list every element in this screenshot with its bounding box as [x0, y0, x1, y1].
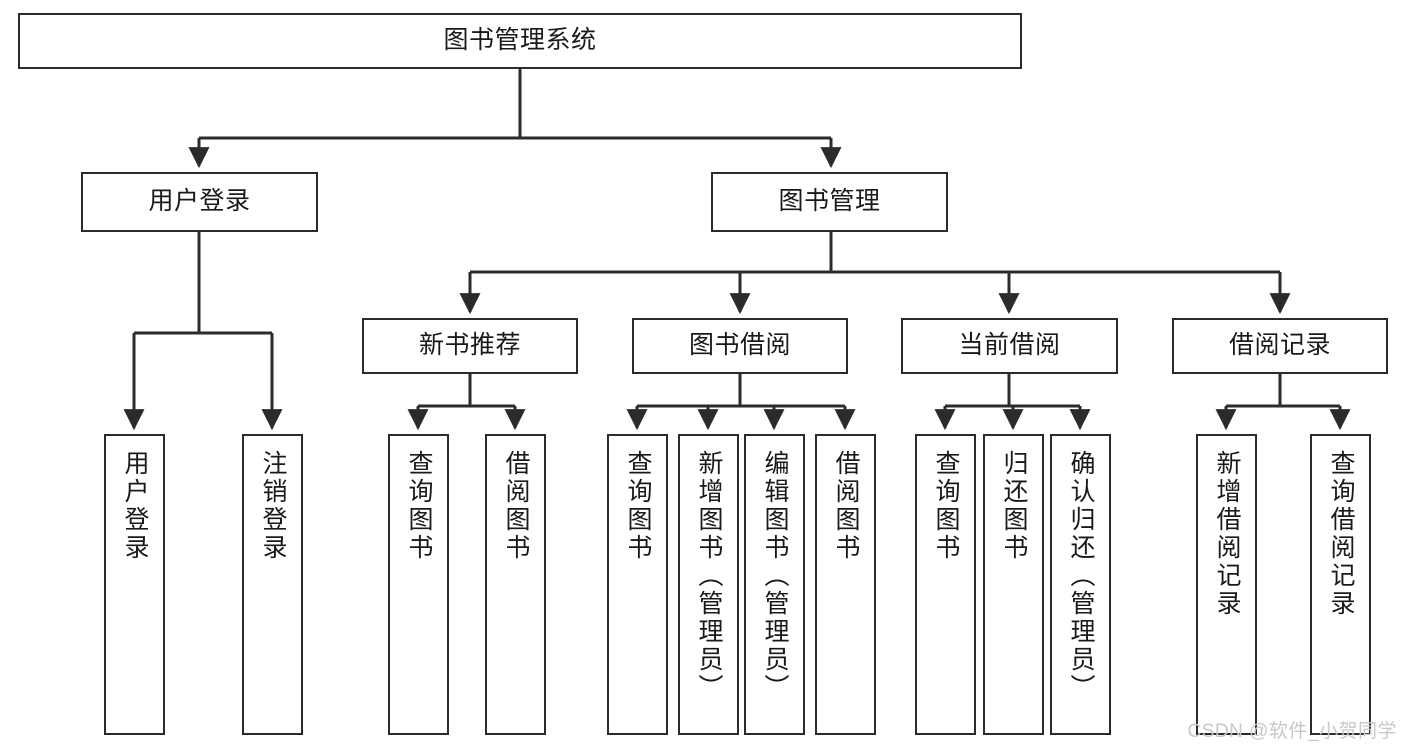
- node-leaf-add-book[interactable]: 新增图书（管理员）: [678, 434, 739, 735]
- node-book-manage[interactable]: 图书管理: [711, 172, 948, 232]
- node-leaf-user-logout[interactable]: 注销登录: [242, 434, 303, 735]
- node-label: 注销登录: [259, 450, 287, 562]
- node-leaf-borrow-book-b[interactable]: 借阅图书: [815, 434, 876, 735]
- node-label: 编辑图书（管理员）: [761, 450, 789, 702]
- node-leaf-add-borrow-record[interactable]: 新增借阅记录: [1196, 434, 1257, 735]
- node-label: 新增借阅记录: [1213, 450, 1241, 618]
- node-label: 借阅记录: [1228, 331, 1331, 360]
- node-label: 新书推荐: [418, 331, 521, 360]
- node-label: 查询借阅记录: [1327, 450, 1355, 618]
- node-label: 查询图书: [932, 450, 960, 562]
- node-borrow-record[interactable]: 借阅记录: [1172, 318, 1388, 374]
- node-current-borrow[interactable]: 当前借阅: [901, 318, 1118, 374]
- node-label: 当前借阅: [958, 331, 1061, 360]
- node-user-login[interactable]: 用户登录: [81, 172, 318, 232]
- node-label: 归还图书: [1000, 450, 1028, 562]
- node-leaf-user-login[interactable]: 用户登录: [104, 434, 165, 735]
- node-label: 查询图书: [624, 450, 652, 562]
- node-leaf-confirm-return[interactable]: 确认归还（管理员）: [1050, 434, 1111, 735]
- node-leaf-edit-book[interactable]: 编辑图书（管理员）: [744, 434, 805, 735]
- node-leaf-query-borrow-record[interactable]: 查询借阅记录: [1310, 434, 1371, 735]
- node-leaf-query-book-a[interactable]: 查询图书: [388, 434, 449, 735]
- node-label: 图书借阅: [688, 331, 791, 360]
- node-leaf-borrow-book-a[interactable]: 借阅图书: [485, 434, 546, 735]
- node-label: 借阅图书: [832, 450, 860, 562]
- node-label: 借阅图书: [502, 450, 530, 562]
- node-label: 查询图书: [405, 450, 433, 562]
- node-root-system[interactable]: 图书管理系统: [18, 13, 1022, 69]
- node-label: 确认归还（管理员）: [1067, 450, 1095, 702]
- node-label: 图书管理系统: [443, 26, 597, 55]
- node-leaf-return-book[interactable]: 归还图书: [983, 434, 1044, 735]
- node-label: 图书管理: [778, 187, 881, 216]
- node-leaf-query-book-c[interactable]: 查询图书: [915, 434, 976, 735]
- node-new-book-recommend[interactable]: 新书推荐: [362, 318, 578, 374]
- watermark-text: CSDN @软件_小贺同学: [1187, 721, 1397, 742]
- node-label: 新增图书（管理员）: [695, 450, 723, 702]
- node-leaf-query-book-b[interactable]: 查询图书: [607, 434, 668, 735]
- node-book-borrow[interactable]: 图书借阅: [632, 318, 848, 374]
- node-label: 用户登录: [121, 450, 149, 562]
- node-label: 用户登录: [148, 187, 251, 216]
